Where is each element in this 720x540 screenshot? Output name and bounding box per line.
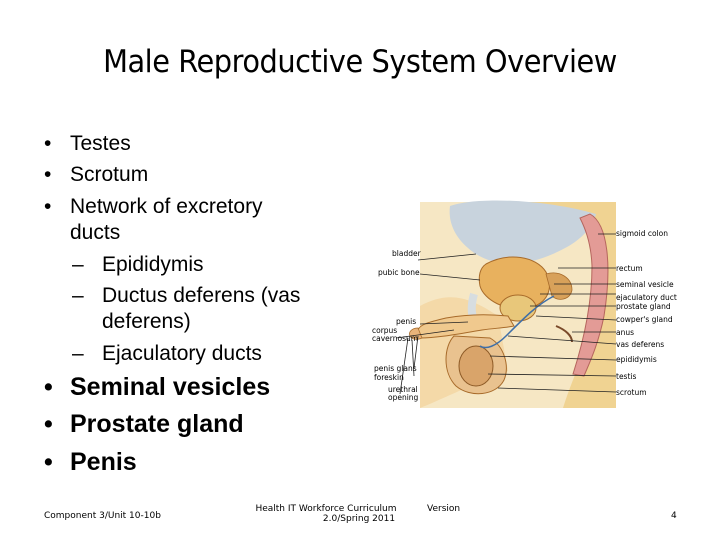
label-vas-deferens: vas deferens: [616, 340, 664, 349]
footer-curriculum-line1: Health IT Workforce Curriculum: [255, 504, 397, 514]
label-urethral: urethral: [388, 385, 418, 394]
bullet-list: •Testes •Scrotum •Network of excretory d…: [44, 132, 301, 476]
list-item: •Testes: [44, 132, 131, 155]
sub-list-item: –Epididymis: [72, 253, 204, 276]
label-ejaculatory-duct: ejaculatory duct: [616, 293, 677, 302]
slide-title: Male Reproductive System Overview: [103, 44, 617, 80]
list-item: •Scrotum: [44, 163, 149, 186]
bullet-marker: •: [44, 132, 52, 155]
footer-curriculum: Health IT Workforce Curriculum 2.0/Sprin…: [246, 504, 406, 524]
label-seminal-vesicle: seminal vesicle: [616, 280, 674, 289]
label-corpus: corpus: [372, 326, 397, 335]
footer-version: Version: [427, 504, 461, 514]
bullet-marker: •: [44, 410, 53, 438]
list-item-continued: ducts: [70, 221, 121, 244]
label-bladder: bladder: [392, 249, 422, 258]
list-item: •Seminal vesicles: [44, 373, 271, 401]
label-foreskin: foreskin: [374, 373, 404, 382]
list-item: •Network of excretory: [44, 195, 263, 218]
footer-curriculum-line2: 2.0/Spring 2011: [322, 514, 396, 524]
anatomy-diagram: bladder pubic bone penis corpus cavernos…: [372, 200, 677, 408]
list-item: •Penis: [44, 448, 137, 476]
label-penis-glans: penis glans: [374, 364, 417, 373]
label-rectum: rectum: [616, 264, 643, 273]
sub-list-item-continued: deferens): [102, 310, 191, 333]
label-epididymis: epididymis: [616, 355, 657, 364]
label-penis: penis: [396, 317, 416, 326]
label-opening: opening: [388, 393, 419, 402]
label-testis: testis: [616, 372, 636, 381]
bullet-marker: •: [44, 163, 52, 186]
label-sigmoid-colon: sigmoid colon: [616, 229, 668, 238]
dash-marker: –: [72, 284, 84, 307]
sub-list-item: –Ductus deferens (vas: [72, 284, 301, 307]
anatomy-illustration: [409, 200, 616, 408]
sub-list-item: –Ejaculatory ducts: [72, 342, 262, 365]
footer-component: Component 3/Unit 10-10b: [44, 511, 161, 521]
label-pubic-bone: pubic bone: [378, 268, 420, 277]
bullet-marker: •: [44, 373, 53, 401]
list-item: •Prostate gland: [44, 410, 244, 438]
label-scrotum: scrotum: [616, 388, 647, 397]
label-cowpers-gland: cowper's gland: [616, 315, 673, 324]
label-prostate-gland: prostate gland: [616, 302, 671, 311]
dash-marker: –: [72, 342, 84, 365]
label-cavernosum: cavernosum: [372, 334, 418, 343]
page-number: 4: [671, 511, 677, 521]
bullet-marker: •: [44, 195, 52, 218]
bullet-marker: •: [44, 448, 53, 476]
label-anus: anus: [616, 328, 634, 337]
dash-marker: –: [72, 253, 84, 276]
